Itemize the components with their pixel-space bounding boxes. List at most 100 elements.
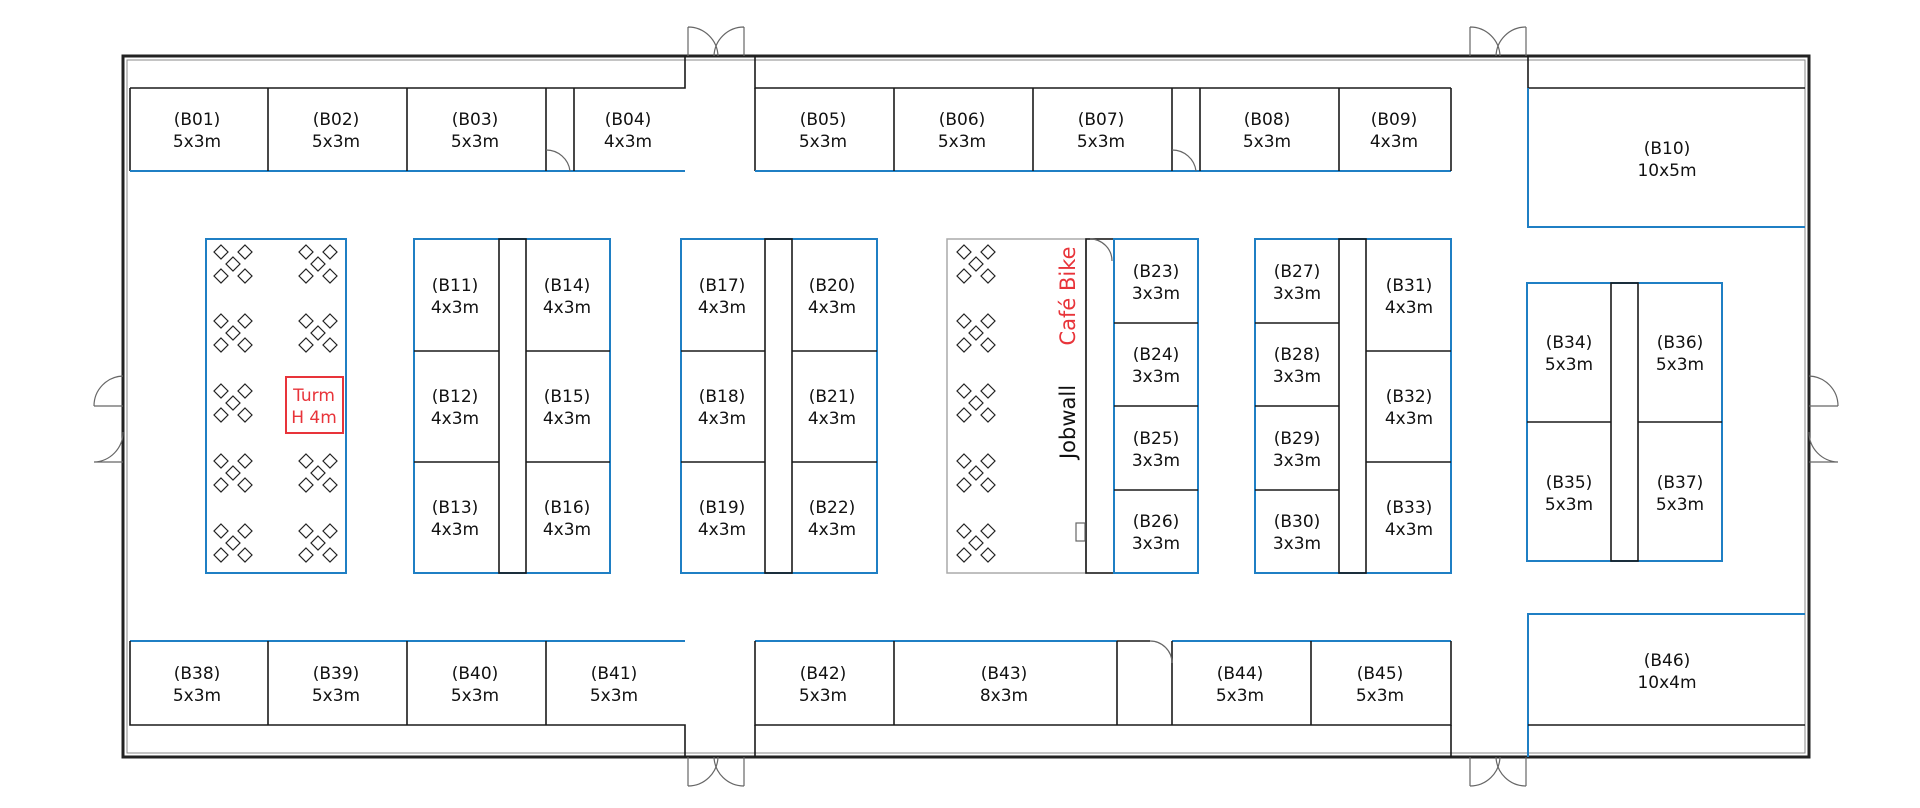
island-5 <box>1526 282 1723 562</box>
seat-icon <box>322 313 338 329</box>
seat-icon <box>213 244 229 260</box>
seat-icon <box>956 453 972 469</box>
bottom-row-left <box>129 640 686 757</box>
seat-icon <box>980 383 996 399</box>
booth-code-b30: (B30) <box>1274 512 1321 532</box>
seat-icon <box>213 477 229 493</box>
seat-icon <box>956 313 972 329</box>
booth-size-b22: 4x3m <box>808 520 856 540</box>
booth-code-b32: (B32) <box>1386 387 1433 407</box>
seat-icon <box>980 547 996 563</box>
booth-size-b28: 3x3m <box>1273 367 1321 387</box>
booth-code-b29: (B29) <box>1274 429 1321 449</box>
booth-size-b06: 5x3m <box>938 132 986 152</box>
island-2 <box>680 238 878 574</box>
booth-code-b02: (B02) <box>313 110 360 130</box>
booth-size-b05: 5x3m <box>799 132 847 152</box>
booth-size-b24: 3x3m <box>1132 367 1180 387</box>
door-icon <box>93 375 124 407</box>
seat-icon <box>237 383 253 399</box>
booth-size-b44: 5x3m <box>1216 686 1264 706</box>
booth-code-b25: (B25) <box>1133 429 1180 449</box>
seat-icon <box>237 313 253 329</box>
seat-icon <box>310 325 326 341</box>
seat-icon <box>956 407 972 423</box>
booth-code-b39: (B39) <box>313 664 360 684</box>
door-icon <box>713 756 745 787</box>
booth-size-b19: 4x3m <box>698 520 746 540</box>
seat-icon <box>298 337 314 353</box>
seat-icon <box>213 313 229 329</box>
seat-icon <box>980 523 996 539</box>
seat-icon <box>322 268 338 284</box>
booth-code-b17: (B17) <box>699 276 746 296</box>
seat-icon <box>213 453 229 469</box>
booth-size-b34: 5x3m <box>1545 355 1593 375</box>
seat-icon <box>225 465 241 481</box>
booth-code-b44: (B44) <box>1217 664 1264 684</box>
booth-code-b06: (B06) <box>939 110 986 130</box>
door-icon <box>1495 756 1527 787</box>
seat-icon <box>225 325 241 341</box>
booth-code-b08: (B08) <box>1244 110 1291 130</box>
seat-icon <box>956 547 972 563</box>
booth-size-b27: 3x3m <box>1273 284 1321 304</box>
seat-icon <box>225 535 241 551</box>
jobwall-label: Jobwall <box>1056 385 1080 461</box>
booth-code-b15: (B15) <box>544 387 591 407</box>
booth-size-b16: 4x3m <box>543 520 591 540</box>
hall-wall <box>121 54 1811 759</box>
seat-icon <box>298 313 314 329</box>
seat-icon <box>322 244 338 260</box>
seat-icon <box>310 256 326 272</box>
booth-size-b31: 4x3m <box>1385 298 1433 318</box>
booth-size-b25: 3x3m <box>1132 451 1180 471</box>
cafe-label: Café Bike <box>1056 246 1080 345</box>
door-icon <box>1469 756 1501 787</box>
seat-icon <box>968 256 984 272</box>
seat-icon <box>980 268 996 284</box>
booth-code-b38: (B38) <box>174 664 221 684</box>
booth-code-b23: (B23) <box>1133 262 1180 282</box>
booth-code-b04: (B04) <box>605 110 652 130</box>
seat-icon <box>213 268 229 284</box>
seat-icon <box>956 337 972 353</box>
seat-icon <box>968 325 984 341</box>
seat-icon <box>956 523 972 539</box>
seat-icon <box>310 465 326 481</box>
tower-height-label: H 4m <box>291 408 337 428</box>
booth-size-b46: 10x4m <box>1637 673 1696 693</box>
seat-icon <box>237 337 253 353</box>
booth-size-b40: 5x3m <box>451 686 499 706</box>
booth-b46-area <box>1527 613 1805 757</box>
booth-b10-area <box>1527 56 1805 228</box>
booth-size-b41: 5x3m <box>590 686 638 706</box>
booth-size-b38: 5x3m <box>173 686 221 706</box>
seat-icon <box>298 268 314 284</box>
top-row-right <box>754 56 1452 172</box>
top-row-left <box>129 56 686 172</box>
seat-icon <box>225 395 241 411</box>
booth-size-b37: 5x3m <box>1656 495 1704 515</box>
booth-code-b27: (B27) <box>1274 262 1321 282</box>
door-icon <box>687 26 719 57</box>
booth-code-b11: (B11) <box>432 276 479 296</box>
booth-size-b13: 4x3m <box>431 520 479 540</box>
door-icon <box>713 26 745 57</box>
tower-frame <box>285 376 344 434</box>
booth-code-b46: (B46) <box>1644 651 1691 671</box>
seat-icon <box>322 453 338 469</box>
booth-code-b26: (B26) <box>1133 512 1180 532</box>
booth-code-b12: (B12) <box>432 387 479 407</box>
seat-icon <box>237 244 253 260</box>
booth-code-b03: (B03) <box>452 110 499 130</box>
booth-code-b34: (B34) <box>1546 333 1593 353</box>
booth-code-b09: (B09) <box>1371 110 1418 130</box>
seat-icon <box>980 453 996 469</box>
seat-icon <box>980 337 996 353</box>
seat-icon <box>980 244 996 260</box>
booth-size-b39: 5x3m <box>312 686 360 706</box>
hall-wall-inner <box>126 59 1806 754</box>
booth-size-b15: 4x3m <box>543 409 591 429</box>
booth-code-b16: (B16) <box>544 498 591 518</box>
